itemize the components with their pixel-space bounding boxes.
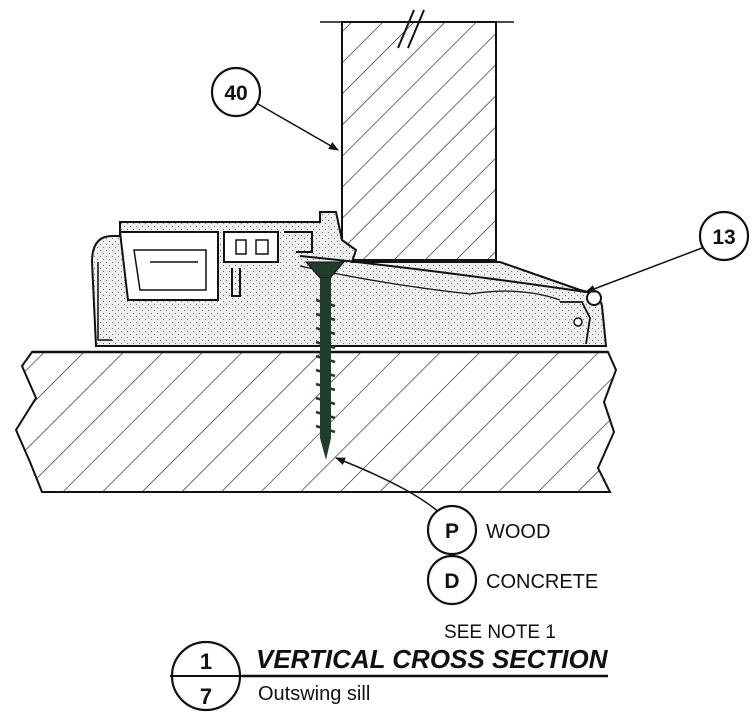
svg-text:D: D bbox=[444, 570, 459, 593]
legend-concrete: D CONCRETE bbox=[426, 554, 598, 606]
callout-door-ref: 40 bbox=[210, 66, 262, 118]
legend-wood: P WOOD bbox=[426, 504, 550, 556]
door-panel bbox=[320, 9, 514, 261]
svg-text:CONCRETE: CONCRETE bbox=[486, 571, 598, 593]
callout-sill-ref: 13 bbox=[698, 210, 750, 262]
screw-fastener bbox=[304, 261, 346, 460]
svg-text:P: P bbox=[445, 520, 459, 543]
title-block: 1 7 VERTICAL CROSS SECTION Outswing sill bbox=[170, 640, 609, 712]
svg-text:40: 40 bbox=[224, 82, 247, 105]
detail-subtitle: Outswing sill bbox=[258, 683, 370, 705]
leader-40 bbox=[257, 103, 339, 151]
sill-extrusion bbox=[90, 211, 608, 347]
floor-substrate bbox=[14, 351, 618, 493]
detail-number: 1 bbox=[200, 649, 212, 674]
detail-title: VERTICAL CROSS SECTION bbox=[256, 644, 609, 674]
svg-text:WOOD: WOOD bbox=[486, 521, 550, 543]
break-mark bbox=[397, 9, 415, 49]
sheet-number: 7 bbox=[200, 684, 212, 709]
note-text: SEE NOTE 1 bbox=[444, 622, 556, 643]
leader-13 bbox=[585, 247, 703, 293]
svg-text:13: 13 bbox=[712, 226, 735, 249]
